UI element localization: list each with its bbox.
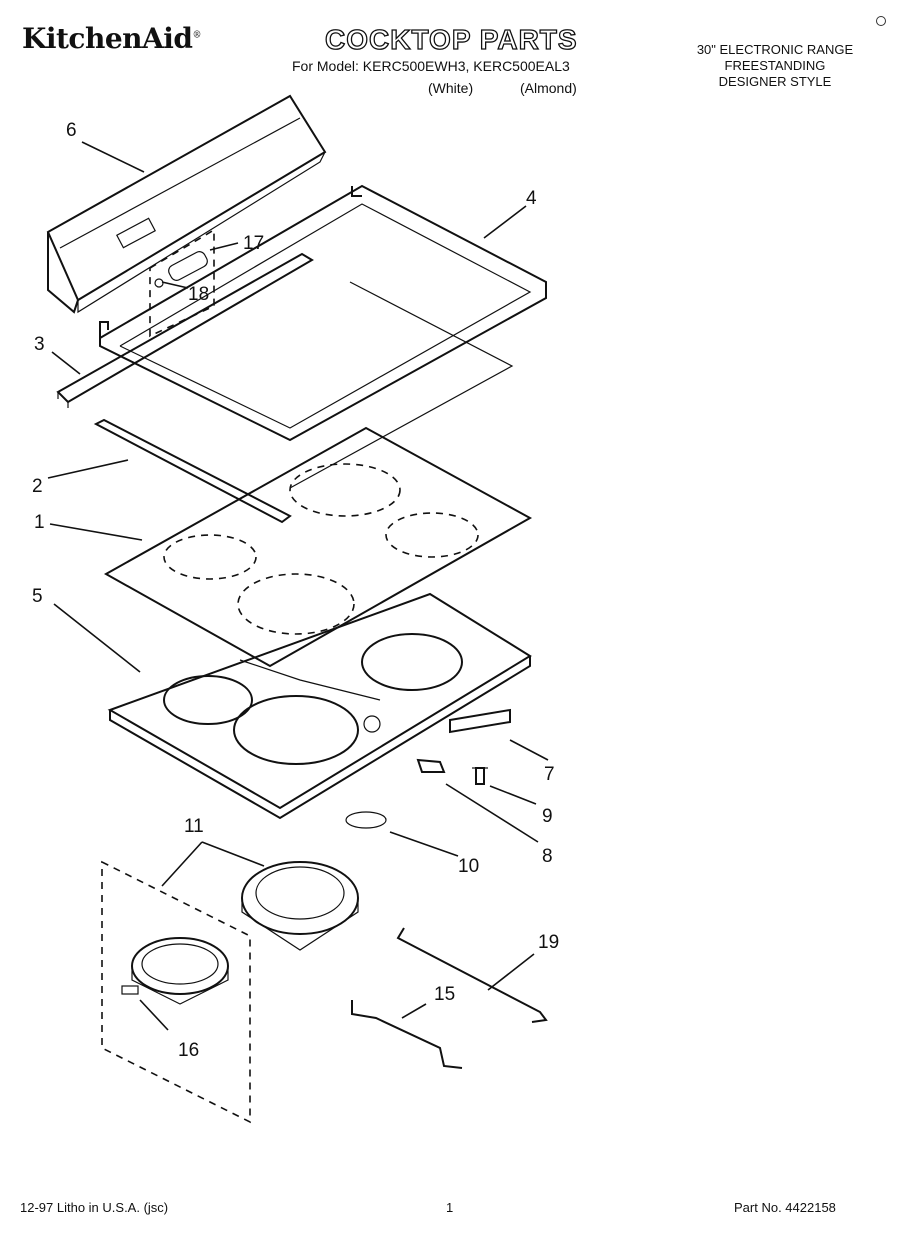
callout-5: 5: [32, 586, 43, 607]
product-description: 30" ELECTRONIC RANGE FREESTANDING DESIGN…: [680, 42, 870, 90]
part-11-surface-element: [241, 861, 359, 951]
model-line: For Model: KERC500EWH3, KERC500EAL3: [292, 58, 570, 74]
brand-logo: KitchenAid®: [22, 22, 201, 55]
part-7-rear-bracket: [449, 708, 511, 734]
part-19-wire: [396, 927, 548, 1023]
part-17-18-bracket-group: [149, 228, 215, 338]
callout-11: 11: [184, 816, 204, 837]
part-4-frame: [99, 184, 547, 489]
callout-19: 19: [538, 932, 559, 953]
callout-17: 17: [243, 233, 264, 254]
part-3-trim-strip: [56, 252, 314, 408]
registered-mark: ®: [192, 30, 201, 41]
part-2-side-trim: [93, 418, 292, 524]
leader-lines: [47, 141, 549, 1031]
part-8-clip: [416, 758, 446, 773]
footer-part-number: Part No. 4422158: [734, 1200, 836, 1215]
callout-1: 1: [34, 512, 45, 533]
callout-labels: 6 4 17 18 3 2 1 5 7 9 8 10 11 19 15 16: [32, 120, 559, 1061]
callout-8: 8: [542, 846, 553, 867]
footer-page-number: 1: [446, 1200, 454, 1215]
footer-print-info: 12-97 Litho in U.S.A. (jsc): [20, 1200, 169, 1215]
description-line-1: 30" ELECTRONIC RANGE: [696, 42, 854, 57]
page-title: COCKTOP PARTS: [324, 23, 578, 55]
callout-6: 6: [66, 120, 77, 141]
part-9-screw: [472, 767, 488, 785]
part-6-back-panel: [46, 94, 327, 314]
callout-9: 9: [542, 806, 553, 827]
corner-mark: [876, 16, 886, 26]
part-16-element-group: [101, 860, 251, 1124]
callout-3: 3: [34, 334, 45, 355]
brand-name: KitchenAid: [22, 22, 193, 55]
callout-4: 4: [526, 188, 537, 209]
callout-16: 16: [178, 1040, 199, 1061]
callout-7: 7: [544, 764, 555, 785]
callout-15: 15: [434, 984, 455, 1005]
part-1-glass-cooktop: [103, 426, 533, 668]
variant-white: (White): [428, 80, 474, 96]
callout-2: 2: [32, 476, 43, 497]
part-5-burner-box: [107, 592, 532, 820]
variant-almond: (Almond): [520, 80, 577, 96]
description-line-2: FREESTANDING: [724, 58, 826, 73]
part-15-wire: [351, 1000, 463, 1069]
part-10-connector: [345, 811, 387, 829]
description-line-3: DESIGNER STYLE: [718, 74, 832, 89]
callout-10: 10: [458, 856, 479, 877]
callout-18: 18: [188, 284, 209, 305]
